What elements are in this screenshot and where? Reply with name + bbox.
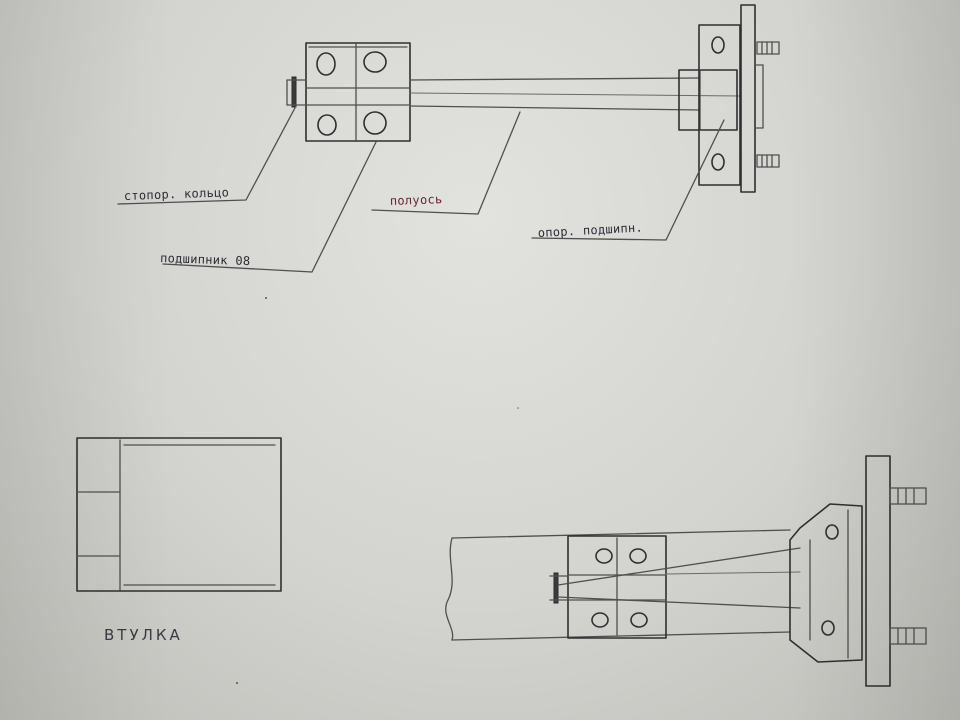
label-bushing: ВТУЛКА [104,626,183,644]
ball-icon [595,548,613,564]
bearing-block-top [305,42,411,142]
break-line [445,537,454,641]
half-axle-top [409,77,741,111]
ball-icon [317,114,337,136]
retaining-ring-top [286,76,307,108]
bolt-hole-icon [821,620,835,636]
label-support-bearing: опор. подшипн. [537,221,643,240]
ball-icon [630,612,648,628]
support-bearing-top [678,4,780,193]
paper-specks [236,297,519,684]
leader-half-axle [371,111,521,215]
stud-icon [756,154,780,168]
bushing-drawing: ВТУЛКА [76,437,282,644]
leader-lines-top [117,105,725,273]
stud-icon [889,487,927,505]
retaining-ring-bottom [549,572,569,604]
leader-bearing [162,141,377,273]
label-retaining-ring: стопор. кольцо [124,185,230,203]
ball-icon [363,51,387,73]
ball-icon [363,111,387,135]
support-housing-bottom [789,503,863,663]
bolt-hole-icon [825,524,839,540]
ball-icon [316,52,336,76]
top-assembly: стопор. кольцо подшипник 08 полуось опор… [117,4,780,273]
stud-icon [756,41,780,55]
label-half-axle: полуось [390,192,443,208]
leader-retaining-ring [117,105,297,205]
bearing-block-bottom [567,535,667,639]
ball-icon [591,612,609,628]
ball-icon [629,548,647,564]
bolt-hole-icon [711,153,725,171]
label-bearing: подшипник 08 [160,251,251,268]
stud-icon [889,627,927,645]
bottom-assembly [445,455,927,687]
bolt-hole-icon [711,36,725,54]
flange-bottom [865,455,927,687]
leader-support-bearing [531,119,725,241]
